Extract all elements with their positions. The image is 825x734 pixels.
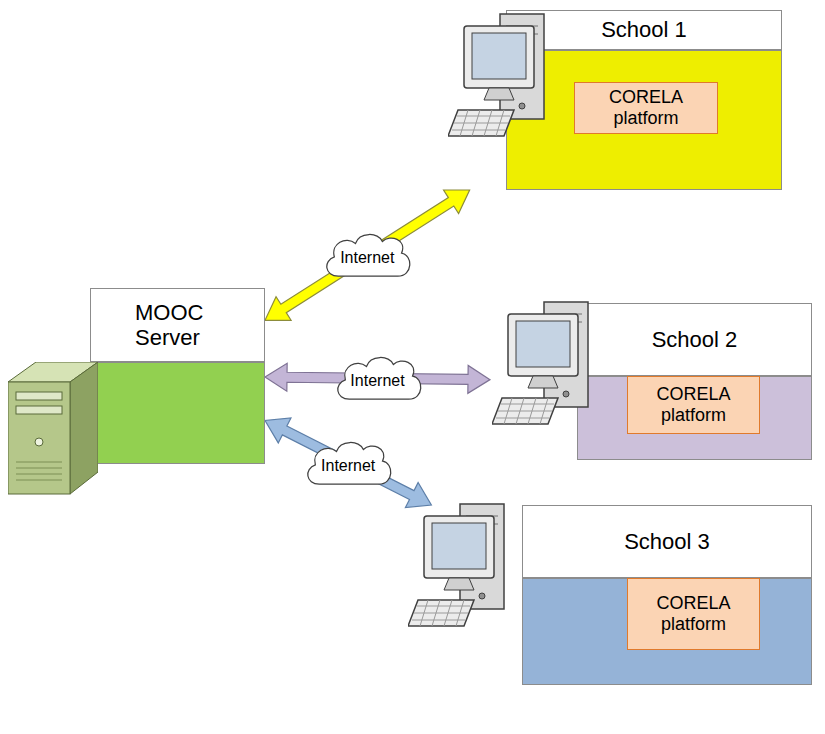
cloud-outline <box>337 358 420 400</box>
arrow-shape <box>265 190 470 320</box>
platform-box: CORELA platform <box>627 376 760 434</box>
double-arrow <box>265 190 470 320</box>
school-box: School 3 CORELA platform <box>405 505 812 685</box>
node-heading: MOOC Server <box>135 300 247 351</box>
cloud-outline <box>327 235 410 277</box>
internet-cloud: Internet <box>319 228 415 282</box>
node-heading: School 1 <box>510 17 778 42</box>
platform-box: CORELA platform <box>574 82 718 134</box>
school-box: School 1 CORELA platform <box>440 10 782 190</box>
body-panel <box>90 362 265 464</box>
node-label: CORELA platform <box>632 384 755 425</box>
cloud-outline <box>308 442 391 484</box>
node-heading: School 3 <box>526 529 808 554</box>
server-box: MOOC Server <box>90 288 265 464</box>
internet-cloud: Internet <box>330 351 426 405</box>
internet-cloud: Internet <box>300 436 396 490</box>
node-label: CORELA platform <box>579 87 713 128</box>
edge-label: Internet <box>321 457 375 475</box>
arrow-shape <box>265 418 431 508</box>
edge-label: Internet <box>340 249 394 267</box>
node-heading: School 2 <box>581 327 808 352</box>
school-box: School 2 CORELA platform <box>490 303 812 460</box>
platform-box: CORELA platform <box>627 578 760 650</box>
server-icon <box>8 362 98 494</box>
edge-label: Internet <box>350 372 404 390</box>
computer-icon <box>492 302 588 424</box>
node-label: CORELA platform <box>632 593 755 634</box>
computer-icon <box>408 504 504 626</box>
double-arrow <box>265 418 431 508</box>
